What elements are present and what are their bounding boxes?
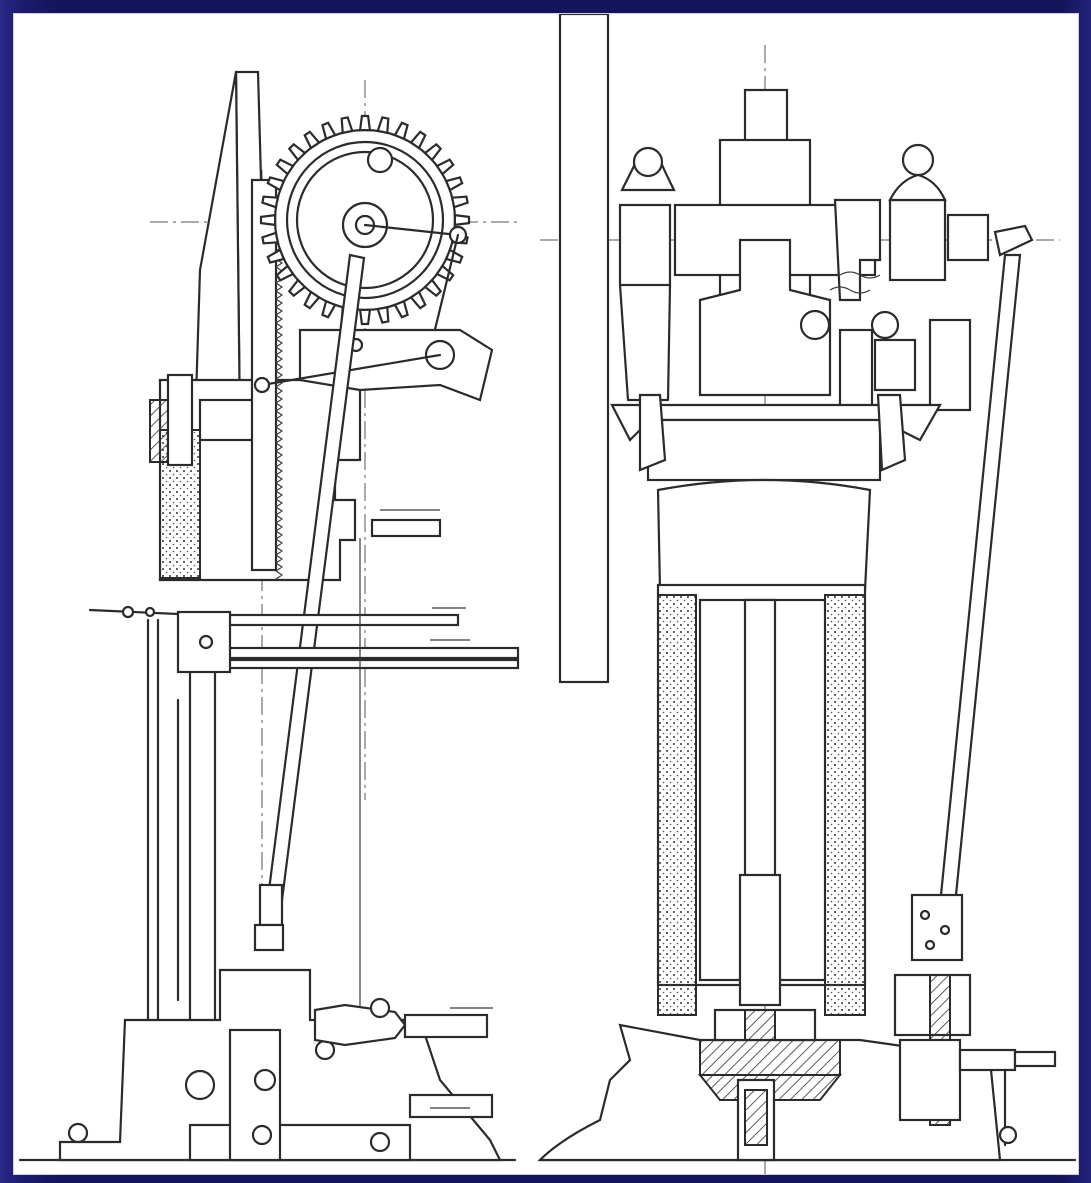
gear-tooth — [321, 299, 337, 319]
gear-tooth — [358, 114, 372, 132]
gear-tooth — [321, 121, 337, 141]
gear-wheel — [259, 114, 471, 326]
gear-tooth — [287, 142, 307, 162]
right-bearing — [888, 198, 947, 282]
gear-tooth — [409, 290, 427, 310]
rack — [250, 178, 278, 572]
gear-tooth — [266, 248, 286, 264]
base-pillar — [228, 1028, 282, 1162]
right-view-front-section — [537, 14, 1077, 1174]
gear-tooth — [275, 158, 295, 176]
gear-tooth — [453, 213, 471, 227]
control-rod-upper — [226, 613, 460, 627]
gear-tooth — [275, 264, 295, 282]
mechanical-drawing — [18, 14, 1077, 1174]
gear-tooth — [303, 290, 321, 310]
gear-tooth — [423, 278, 443, 298]
gear-tooth — [376, 305, 390, 324]
gear-tooth — [409, 130, 427, 150]
gear-tooth — [444, 176, 464, 192]
throttle-valve — [313, 1003, 407, 1047]
gear-tooth — [266, 176, 286, 192]
drawing-sheet — [14, 14, 1078, 1174]
gear-tooth — [287, 278, 307, 298]
piston-rod — [743, 598, 777, 882]
gear-tooth — [261, 231, 280, 245]
gear-tooth — [259, 213, 277, 227]
side-valve-block — [910, 893, 964, 962]
gear-tooth — [444, 248, 464, 264]
gear-tooth — [376, 116, 390, 135]
crank-arm — [363, 223, 460, 237]
left-view-side-elevation — [18, 70, 520, 1162]
rocker-link — [260, 353, 442, 387]
oil-cup — [366, 146, 394, 174]
crosshead — [646, 418, 882, 482]
gear-tooth — [393, 121, 409, 141]
control-rod-lower — [226, 658, 520, 670]
gear-tooth — [358, 308, 372, 326]
gear-tooth — [423, 142, 443, 162]
gear-tooth — [450, 195, 469, 209]
gear-tooth — [340, 116, 354, 135]
gear-tooth — [393, 299, 409, 319]
gear-tooth — [303, 130, 321, 150]
side-port — [370, 518, 442, 538]
control-rod-middle — [226, 646, 520, 660]
gear-tooth — [261, 195, 280, 209]
guide-bar — [558, 14, 610, 684]
gear-tooth — [435, 158, 455, 176]
left-bearing — [618, 203, 672, 287]
